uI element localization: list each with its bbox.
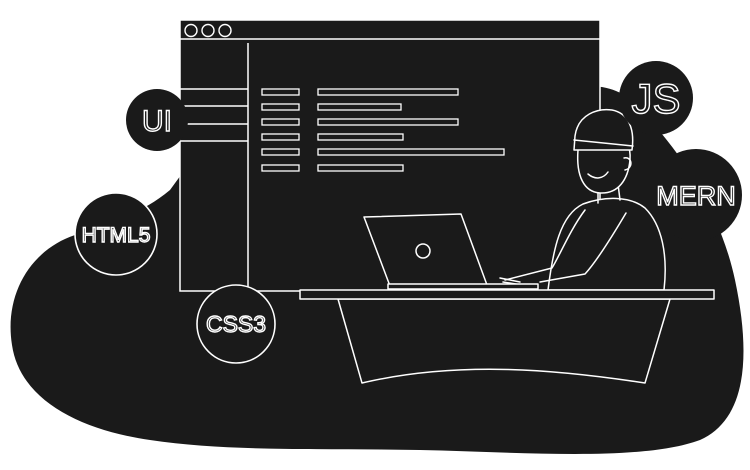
badge-css3-label: CSS3 [206, 311, 266, 337]
code-token [261, 148, 300, 156]
sidebar-items [180, 88, 248, 142]
person-arm-left [504, 209, 586, 281]
person-arm-right [539, 212, 627, 283]
developer-person [499, 108, 666, 291]
code-token [317, 118, 459, 126]
beanie-brim [573, 139, 634, 147]
code-lines [261, 88, 505, 172]
badge-ui: UI [126, 89, 188, 151]
code-token [317, 103, 402, 111]
badge-html5-label: HTML5 [82, 224, 151, 247]
code-token [261, 164, 300, 172]
code-token [261, 88, 300, 96]
badge-ui-label: UI [142, 105, 172, 138]
code-token [317, 164, 404, 172]
desk-top [299, 289, 715, 300]
window-controls-icon [184, 23, 232, 38]
badge-js: JS [619, 61, 693, 135]
badge-mern-label: MERN [656, 181, 736, 211]
badge-ui-circle [126, 89, 188, 151]
code-token [317, 148, 505, 156]
badge-css3: CSS3 [196, 284, 276, 364]
window-minimize-icon [201, 23, 215, 38]
code-token [317, 88, 459, 96]
desk [299, 289, 715, 384]
code-token [261, 118, 300, 126]
laptop [363, 213, 539, 290]
desk-apron [337, 298, 671, 384]
code-token [261, 103, 300, 111]
window-close-icon [184, 23, 198, 38]
badge-html5: HTML5 [74, 192, 158, 276]
person-mouth [587, 171, 609, 179]
badge-css3-circle [196, 284, 276, 364]
code-token [317, 133, 404, 141]
badge-js-label: JS [631, 75, 680, 122]
window-maximize-icon [218, 23, 232, 38]
laptop-base [387, 283, 539, 290]
badge-js-circle [619, 61, 693, 135]
badge-html5-circle [74, 192, 158, 276]
person-ear [623, 157, 632, 171]
badge-mern: MERN [650, 149, 742, 241]
laptop-logo-icon [415, 243, 431, 259]
beanie-hat [573, 108, 634, 151]
badge-mern-circle [650, 149, 742, 241]
code-token [261, 133, 300, 141]
